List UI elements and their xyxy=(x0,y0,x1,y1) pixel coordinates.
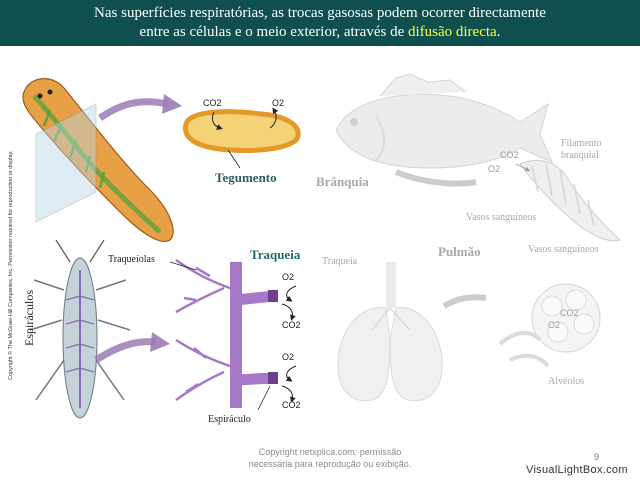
slide-title-line-1: Nas superfícies respiratórias, as trocas… xyxy=(94,5,546,21)
tegument-o2-label: O2 xyxy=(272,98,285,108)
tegument-cross-section xyxy=(182,109,301,153)
page-number: 9 xyxy=(594,452,600,462)
fish-arrow xyxy=(394,169,477,187)
alveoli-o2-label: O2 xyxy=(548,320,561,330)
footer-copyright-line-2: necessária para reprodução ou exibição. xyxy=(248,459,412,469)
grasshopper-arrow xyxy=(94,338,157,363)
trachea-bottom-co2-label: CO2 xyxy=(282,400,301,410)
footer-copyright-line-1: Copyright netxplica.com: permissão xyxy=(258,447,402,457)
flatworm-illustration xyxy=(22,78,174,242)
espiraculo-label: Espiráculo xyxy=(208,414,251,425)
tegumento-label: Tegumento xyxy=(215,170,277,185)
slide-title-banner: Nas superfícies respiratórias, as trocas… xyxy=(0,0,640,46)
alveoli-illustration xyxy=(498,283,601,368)
lungs-arrow xyxy=(442,294,487,309)
traqueiolas-label: Traqueíolas xyxy=(108,254,155,265)
trachea-top-o2-label: O2 xyxy=(282,272,295,282)
espiraculos-label: Espiráculos xyxy=(22,290,36,346)
lungs-illustration xyxy=(337,262,443,402)
slide-title-highlight: difusão directa xyxy=(407,24,497,40)
espiraculos-label-box: Espiráculos xyxy=(22,286,36,346)
grasshopper-illustration xyxy=(29,239,131,419)
trachea-top-co2-label: CO2 xyxy=(282,320,301,330)
branquia-label: Brânquia xyxy=(316,174,369,189)
slide-title-line-2: entre as células e o meio exterior, atra… xyxy=(0,23,640,42)
footer-copyright: Copyright netxplica.com: permissão neces… xyxy=(215,446,445,470)
gill-vasos-label: Vasos sanguíneos xyxy=(466,212,537,223)
trachea-bottom-o2-label: O2 xyxy=(282,352,295,362)
watermark-text: VisualLightBox.com xyxy=(526,464,628,476)
branquial-label: branquial xyxy=(561,150,599,161)
gill-co2-label: CO2 xyxy=(500,150,519,160)
gill-o2-label: O2 xyxy=(488,164,501,174)
traqueia-label: Traqueia xyxy=(250,247,301,262)
gill-filament-illustration xyxy=(519,160,622,242)
flatworm-arrow xyxy=(97,98,169,121)
fish-illustration xyxy=(335,73,553,169)
lung-traqueia-label: Traqueia xyxy=(322,256,358,267)
alveoli-co2-label: CO2 xyxy=(560,308,579,318)
respiratory-illustrations xyxy=(22,73,622,419)
lung-vasos-label: Vasos sanguíneos xyxy=(528,244,599,255)
slide-title-line-2-prefix: entre as células e o meio exterior, atra… xyxy=(139,24,408,40)
tegument-co2-label: CO2 xyxy=(203,98,222,108)
pulmao-label: Pulmão xyxy=(438,244,481,259)
slide-title-line-2-suffix: . xyxy=(496,24,501,40)
trachea-system-illustration xyxy=(175,258,278,408)
filamento-label: Filamento xyxy=(561,138,602,149)
alveolos-label: Alvéolos xyxy=(548,376,585,387)
